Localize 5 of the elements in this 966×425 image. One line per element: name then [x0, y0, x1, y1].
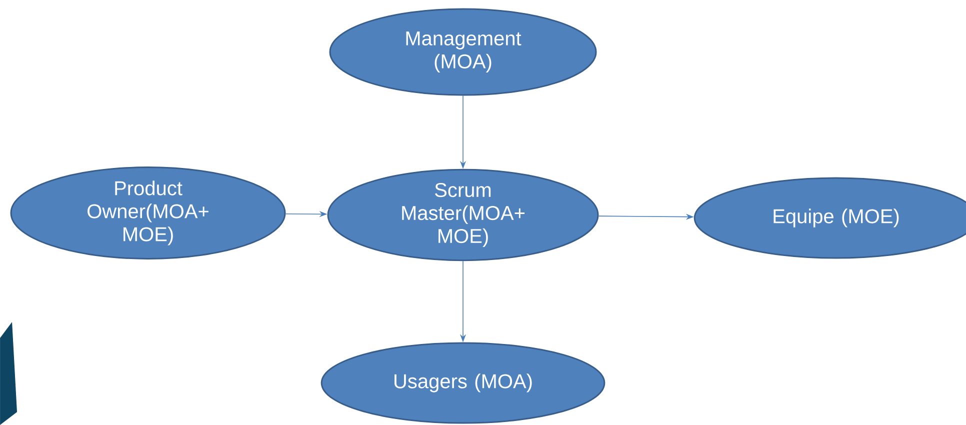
ellipse-node: Equipe (MOE) [694, 177, 966, 259]
ellipse-node: Product Owner(MOA+ MOE) [10, 166, 286, 260]
ellipse-node: Scrum Master(MOA+ MOE) [327, 168, 599, 262]
ellipse-node: Management (MOA) [329, 8, 597, 96]
ellipse-node: Usagers (MOA) [320, 342, 606, 424]
